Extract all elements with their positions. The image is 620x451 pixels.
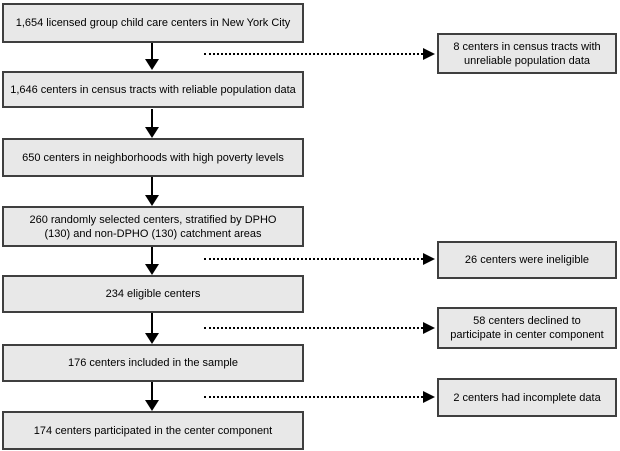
dotted-arrow-head [423,48,435,60]
dotted-arrow-head [423,322,435,334]
flow-box-text: 1,654 licensed group child care centers … [15,17,291,29]
down-arrow-line [151,43,153,59]
down-arrow-4-icon [144,247,160,275]
flow-box-high-poverty: 650 centers in neighborhoods with high p… [2,138,304,177]
exclusion-box-text: unreliable population data [464,54,590,67]
down-arrow-head [145,400,159,411]
flow-box-text: 260 randomly selected centers, stratifie… [29,213,277,226]
flow-box-text: 176 centers included in the sample [68,357,238,369]
exclusion-box-text: 8 centers in census tracts with [453,40,601,53]
dotted-arrow-head [423,253,435,265]
down-arrow-head [145,264,159,275]
down-arrow-head [145,127,159,138]
exclusion-box-text: 58 centers declined to [473,315,581,327]
flow-box-text: 650 centers in neighborhoods with high p… [22,151,284,164]
dotted-arrow-line [204,327,423,329]
flow-box-reliable-population: 1,646 centers in census tracts with reli… [2,71,304,108]
down-arrow-1-icon [144,43,160,70]
dotted-arrow-line [204,53,423,55]
down-arrow-head [145,333,159,344]
down-arrow-line [151,313,153,333]
down-arrow-head [145,195,159,206]
exclusion-box-text: 2 centers had incomplete data [453,391,601,404]
exclusion-box-text: participate in center component [450,329,604,341]
dotted-arrow-head [423,391,435,403]
down-arrow-head [145,59,159,70]
down-arrow-6-icon [144,382,160,411]
flow-box-eligible-centers: 234 eligible centers [2,275,304,313]
exclusion-box-declined: 58 centers declined to participate in ce… [437,307,617,349]
down-arrow-line [151,382,153,400]
dotted-arrow-line [204,396,423,398]
exclusion-box-text: 26 centers were ineligible [464,254,590,266]
down-arrow-line [151,109,153,127]
down-arrow-2-icon [144,109,160,138]
flow-box-participated: 174 centers participated in the center c… [2,411,304,450]
exclusion-box-unreliable-data: 8 centers in census tracts with unreliab… [437,33,617,74]
down-arrow-3-icon [144,177,160,206]
exclusion-box-ineligible: 26 centers were ineligible [437,241,617,279]
flow-box-text: (130) and non-DPHO (130) catchment areas [44,227,262,240]
flow-box-text: 234 eligible centers [105,288,201,300]
down-arrow-line [151,247,153,264]
flow-box-randomly-selected: 260 randomly selected centers, stratifie… [2,206,304,247]
down-arrow-line [151,177,153,195]
exclusion-box-incomplete-data: 2 centers had incomplete data [437,378,617,417]
down-arrow-5-icon [144,313,160,344]
flow-box-licensed-centers: 1,654 licensed group child care centers … [2,3,304,43]
dotted-arrow-1-icon [204,48,435,60]
flow-box-text: 174 centers participated in the center c… [33,424,273,437]
dotted-arrow-3-icon [204,322,435,334]
flow-box-text: 1,646 centers in census tracts with reli… [10,83,296,96]
dotted-arrow-4-icon [204,391,435,403]
flow-box-included-sample: 176 centers included in the sample [2,344,304,382]
dotted-arrow-line [204,258,423,260]
dotted-arrow-2-icon [204,253,435,265]
